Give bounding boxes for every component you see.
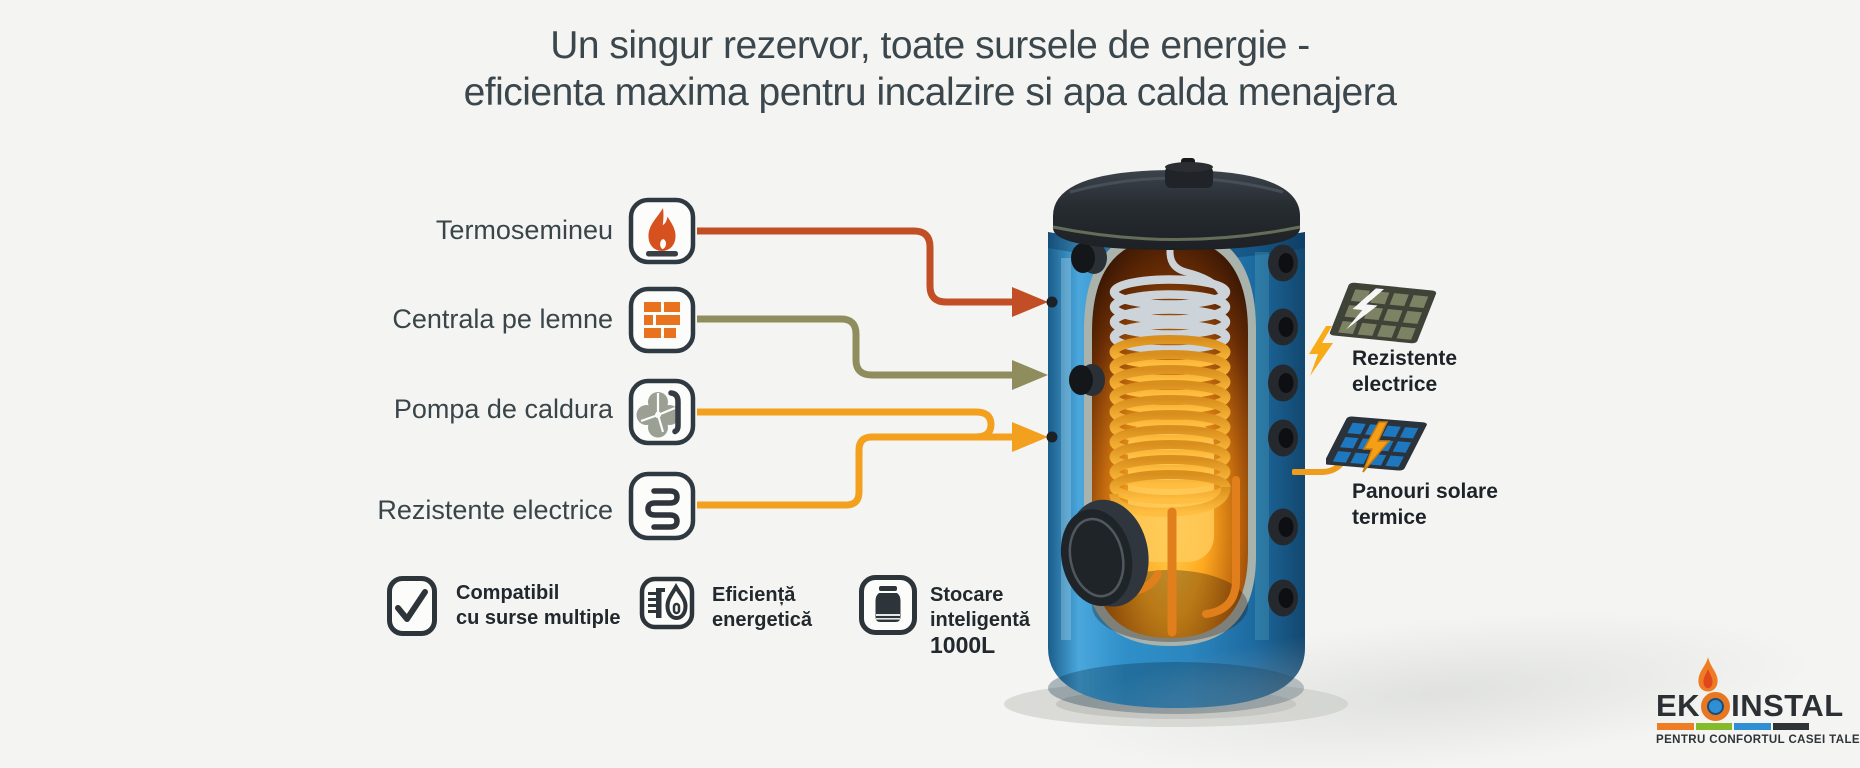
line-pompa xyxy=(697,408,995,441)
arrow-centrala xyxy=(1012,360,1048,390)
output-label-line: Panouri solare xyxy=(1352,480,1498,503)
page-title: Un singur rezervor, toate sursele de ene… xyxy=(0,22,1860,116)
logo-tagline: PENTRU CONFORTUL CASEI TALE xyxy=(1656,734,1860,746)
line-centrala xyxy=(697,315,1013,379)
feature-capacity: 1000L xyxy=(930,632,996,658)
fan-icon xyxy=(627,377,697,447)
lightning-bolt-icon xyxy=(1309,326,1333,376)
efficiency-gauge-icon xyxy=(639,576,695,630)
logo-color-bars xyxy=(1657,723,1809,730)
logo-o-icon xyxy=(1701,691,1731,721)
solar-bolt-glyph xyxy=(1362,421,1391,473)
buffer-tank-illustration xyxy=(1004,158,1348,727)
heat-exchanger-coil xyxy=(1109,275,1231,517)
source-label-termosemineu: Termosemineu xyxy=(435,215,613,245)
feature-stocare: Stocare inteligentă 1000L xyxy=(930,583,1030,658)
arrow-termosemineu xyxy=(1012,287,1048,317)
output-label-panouri-solare: Panouri solare termice xyxy=(1352,479,1498,531)
source-label-centrala-pe-lemne: Centrala pe lemne xyxy=(392,304,613,334)
feature-line: inteligentă xyxy=(930,609,1031,631)
source-label-pompa-de-caldura: Pompa de caldura xyxy=(393,394,613,424)
storage-tank-icon xyxy=(859,575,917,635)
title-line-2: eficienta maxima pentru incalzire si apa… xyxy=(463,71,1397,114)
logo-flame-icon xyxy=(1698,657,1718,692)
solar-thermal-panel-icon xyxy=(1326,416,1427,473)
tank-flange xyxy=(1060,499,1149,607)
source-label-rezistente-electrice: Rezistente electrice xyxy=(377,495,613,525)
feature-line: Stocare xyxy=(930,584,1004,606)
logo-text-instal: INSTAL xyxy=(1731,688,1844,723)
feature-line: cu surse multiple xyxy=(456,607,621,629)
checkmark-icon xyxy=(387,576,437,636)
feature-line: Compatibil xyxy=(456,582,560,604)
tank-cap xyxy=(1053,170,1300,250)
output-label-line: termice xyxy=(1352,506,1427,529)
title-line-1: Un singur rezervor, toate sursele de ene… xyxy=(550,24,1310,67)
feature-line: Eficiență xyxy=(712,584,796,606)
output-label-rezistente-electrice: Rezistente electrice xyxy=(1352,346,1457,398)
feature-line: energetică xyxy=(712,609,813,631)
brick-wall-icon xyxy=(627,285,697,355)
heating-coil-icon xyxy=(627,470,697,542)
feature-eficienta: Eficiență energetică xyxy=(712,583,812,633)
logo-wordmark: EK INSTAL xyxy=(1656,688,1844,724)
feature-compatibil: Compatibil cu surse multiple xyxy=(456,581,621,631)
logo-text-ek: EK xyxy=(1656,688,1701,723)
line-rezistente xyxy=(697,433,1013,509)
tank-left-ports xyxy=(1046,242,1107,443)
fireplace-flame-icon xyxy=(627,196,697,266)
output-label-line: Rezistente xyxy=(1352,347,1458,370)
line-termosemineu xyxy=(697,227,1013,306)
output-label-line: electrice xyxy=(1352,373,1438,396)
tank-right-ports xyxy=(1268,244,1298,617)
connector-lines xyxy=(697,227,1048,509)
arrow-merged xyxy=(1012,422,1048,452)
electric-heating-panel-icon xyxy=(1329,282,1437,344)
